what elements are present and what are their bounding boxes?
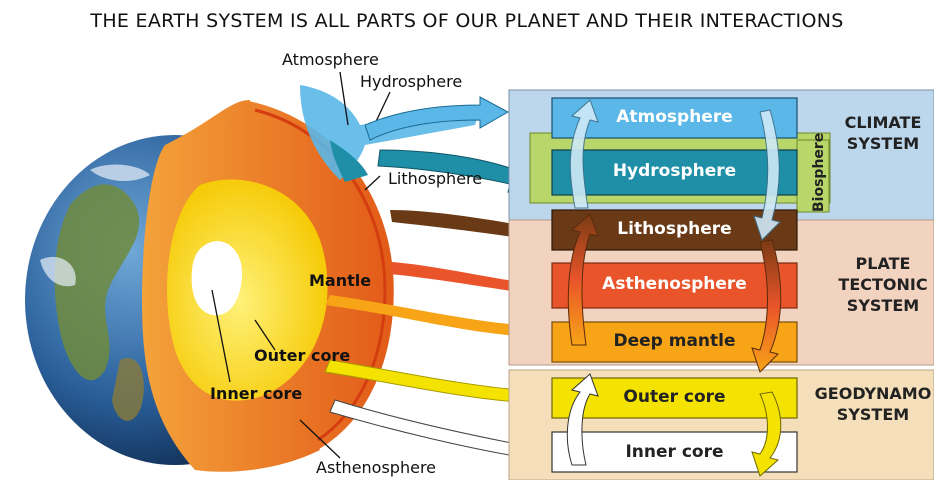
label-inner-core: Inner core <box>210 384 302 403</box>
geodynamo-system-line-1: GEODYNAMO <box>812 383 934 404</box>
label-mantle: Mantle <box>309 271 371 290</box>
plate-system-line-3: SYSTEM <box>832 295 934 316</box>
label-atmosphere: Atmosphere <box>282 50 379 69</box>
label-lithosphere: Lithosphere <box>388 169 482 188</box>
box-label-lithosphere: Lithosphere <box>552 219 797 239</box>
climate-system-line-2: SYSTEM <box>832 133 934 154</box>
label-outer-core: Outer core <box>254 346 350 365</box>
climate-system-line-1: CLIMATE <box>832 112 934 133</box>
geodynamo-system-label: GEODYNAMO SYSTEM <box>812 383 934 425</box>
box-label-hydrosphere: Hydrosphere <box>552 161 797 181</box>
box-label-deep-mantle: Deep mantle <box>552 331 797 351</box>
box-label-asthenosphere: Asthenosphere <box>552 274 797 294</box>
climate-system-label: CLIMATE SYSTEM <box>832 112 934 154</box>
plate-system-line-2: TECTONIC <box>832 274 934 295</box>
plate-system-label: PLATE TECTONIC SYSTEM <box>832 253 934 316</box>
box-label-atmosphere: Atmosphere <box>552 107 797 127</box>
box-label-outer-core: Outer core <box>552 387 797 407</box>
geodynamo-system-line-2: SYSTEM <box>812 404 934 425</box>
label-asthenosphere: Asthenosphere <box>316 458 436 477</box>
plate-system-line-1: PLATE <box>832 253 934 274</box>
box-label-inner-core: Inner core <box>552 442 797 462</box>
label-hydrosphere: Hydrosphere <box>360 72 462 91</box>
box-label-biosphere: Biosphere <box>811 133 827 212</box>
